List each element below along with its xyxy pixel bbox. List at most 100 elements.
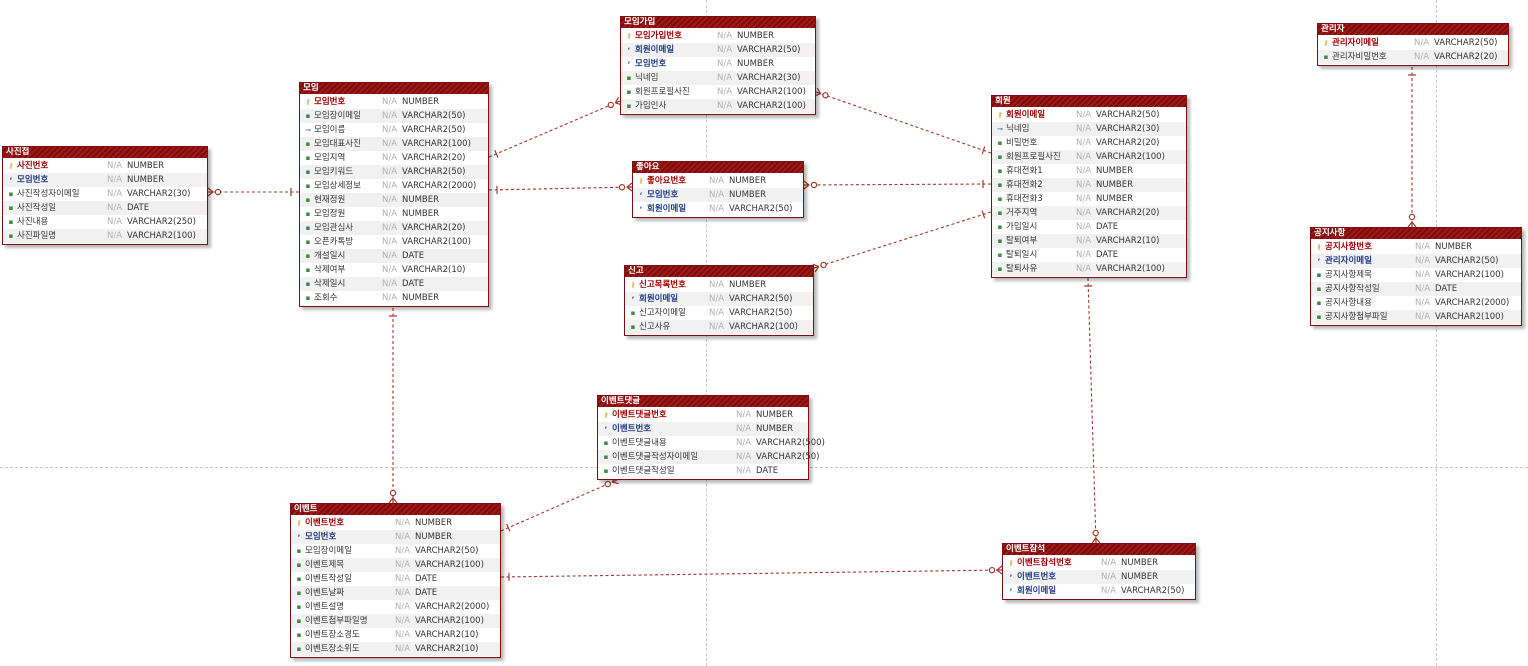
column-type: NUMBER — [1096, 194, 1134, 204]
column-null-flag: N/A — [736, 424, 752, 434]
column-type: VARCHAR2(100) — [737, 101, 806, 111]
column-icon: ▪ — [626, 102, 632, 110]
relationship-many-marker — [207, 191, 214, 197]
column-name: 회원이메일 — [1017, 586, 1057, 596]
column-name: 관리자이메일 — [1325, 256, 1372, 266]
column-null-flag: N/A — [1076, 250, 1092, 260]
relationship-line — [500, 479, 618, 532]
column-type: VARCHAR2(50) — [1096, 110, 1160, 120]
column-name: 모임가입번호 — [635, 31, 682, 41]
column-icon: ▪ — [8, 232, 14, 240]
column-name: 닉네임 — [1006, 124, 1030, 134]
relationship-many-marker — [614, 97, 619, 104]
column-null-flag: N/A — [107, 231, 123, 241]
column-null-flag: N/A — [1076, 110, 1092, 120]
column-icon: ▪ — [305, 168, 311, 176]
